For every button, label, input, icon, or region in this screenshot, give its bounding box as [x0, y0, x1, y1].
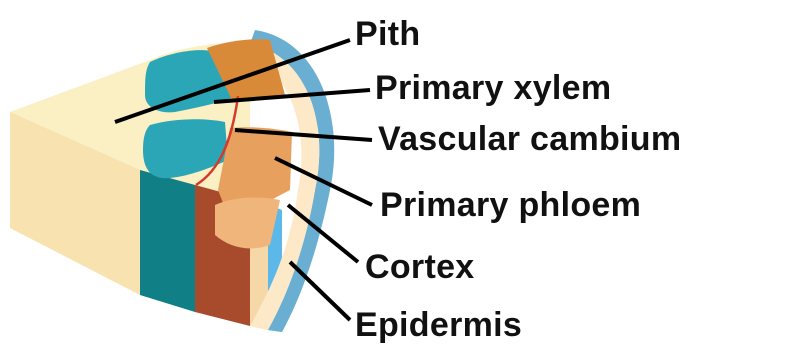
- label-primary-xylem: Primary xylem: [375, 71, 611, 105]
- xylem-side-band: [140, 170, 195, 312]
- primary-phloem-outer: [215, 197, 280, 248]
- label-epidermis: Epidermis: [355, 308, 522, 342]
- label-pith: Pith: [355, 17, 420, 51]
- label-vascular-cambium: Vascular cambium: [378, 122, 681, 156]
- label-cortex: Cortex: [365, 250, 475, 284]
- label-primary-phloem: Primary phloem: [380, 188, 641, 222]
